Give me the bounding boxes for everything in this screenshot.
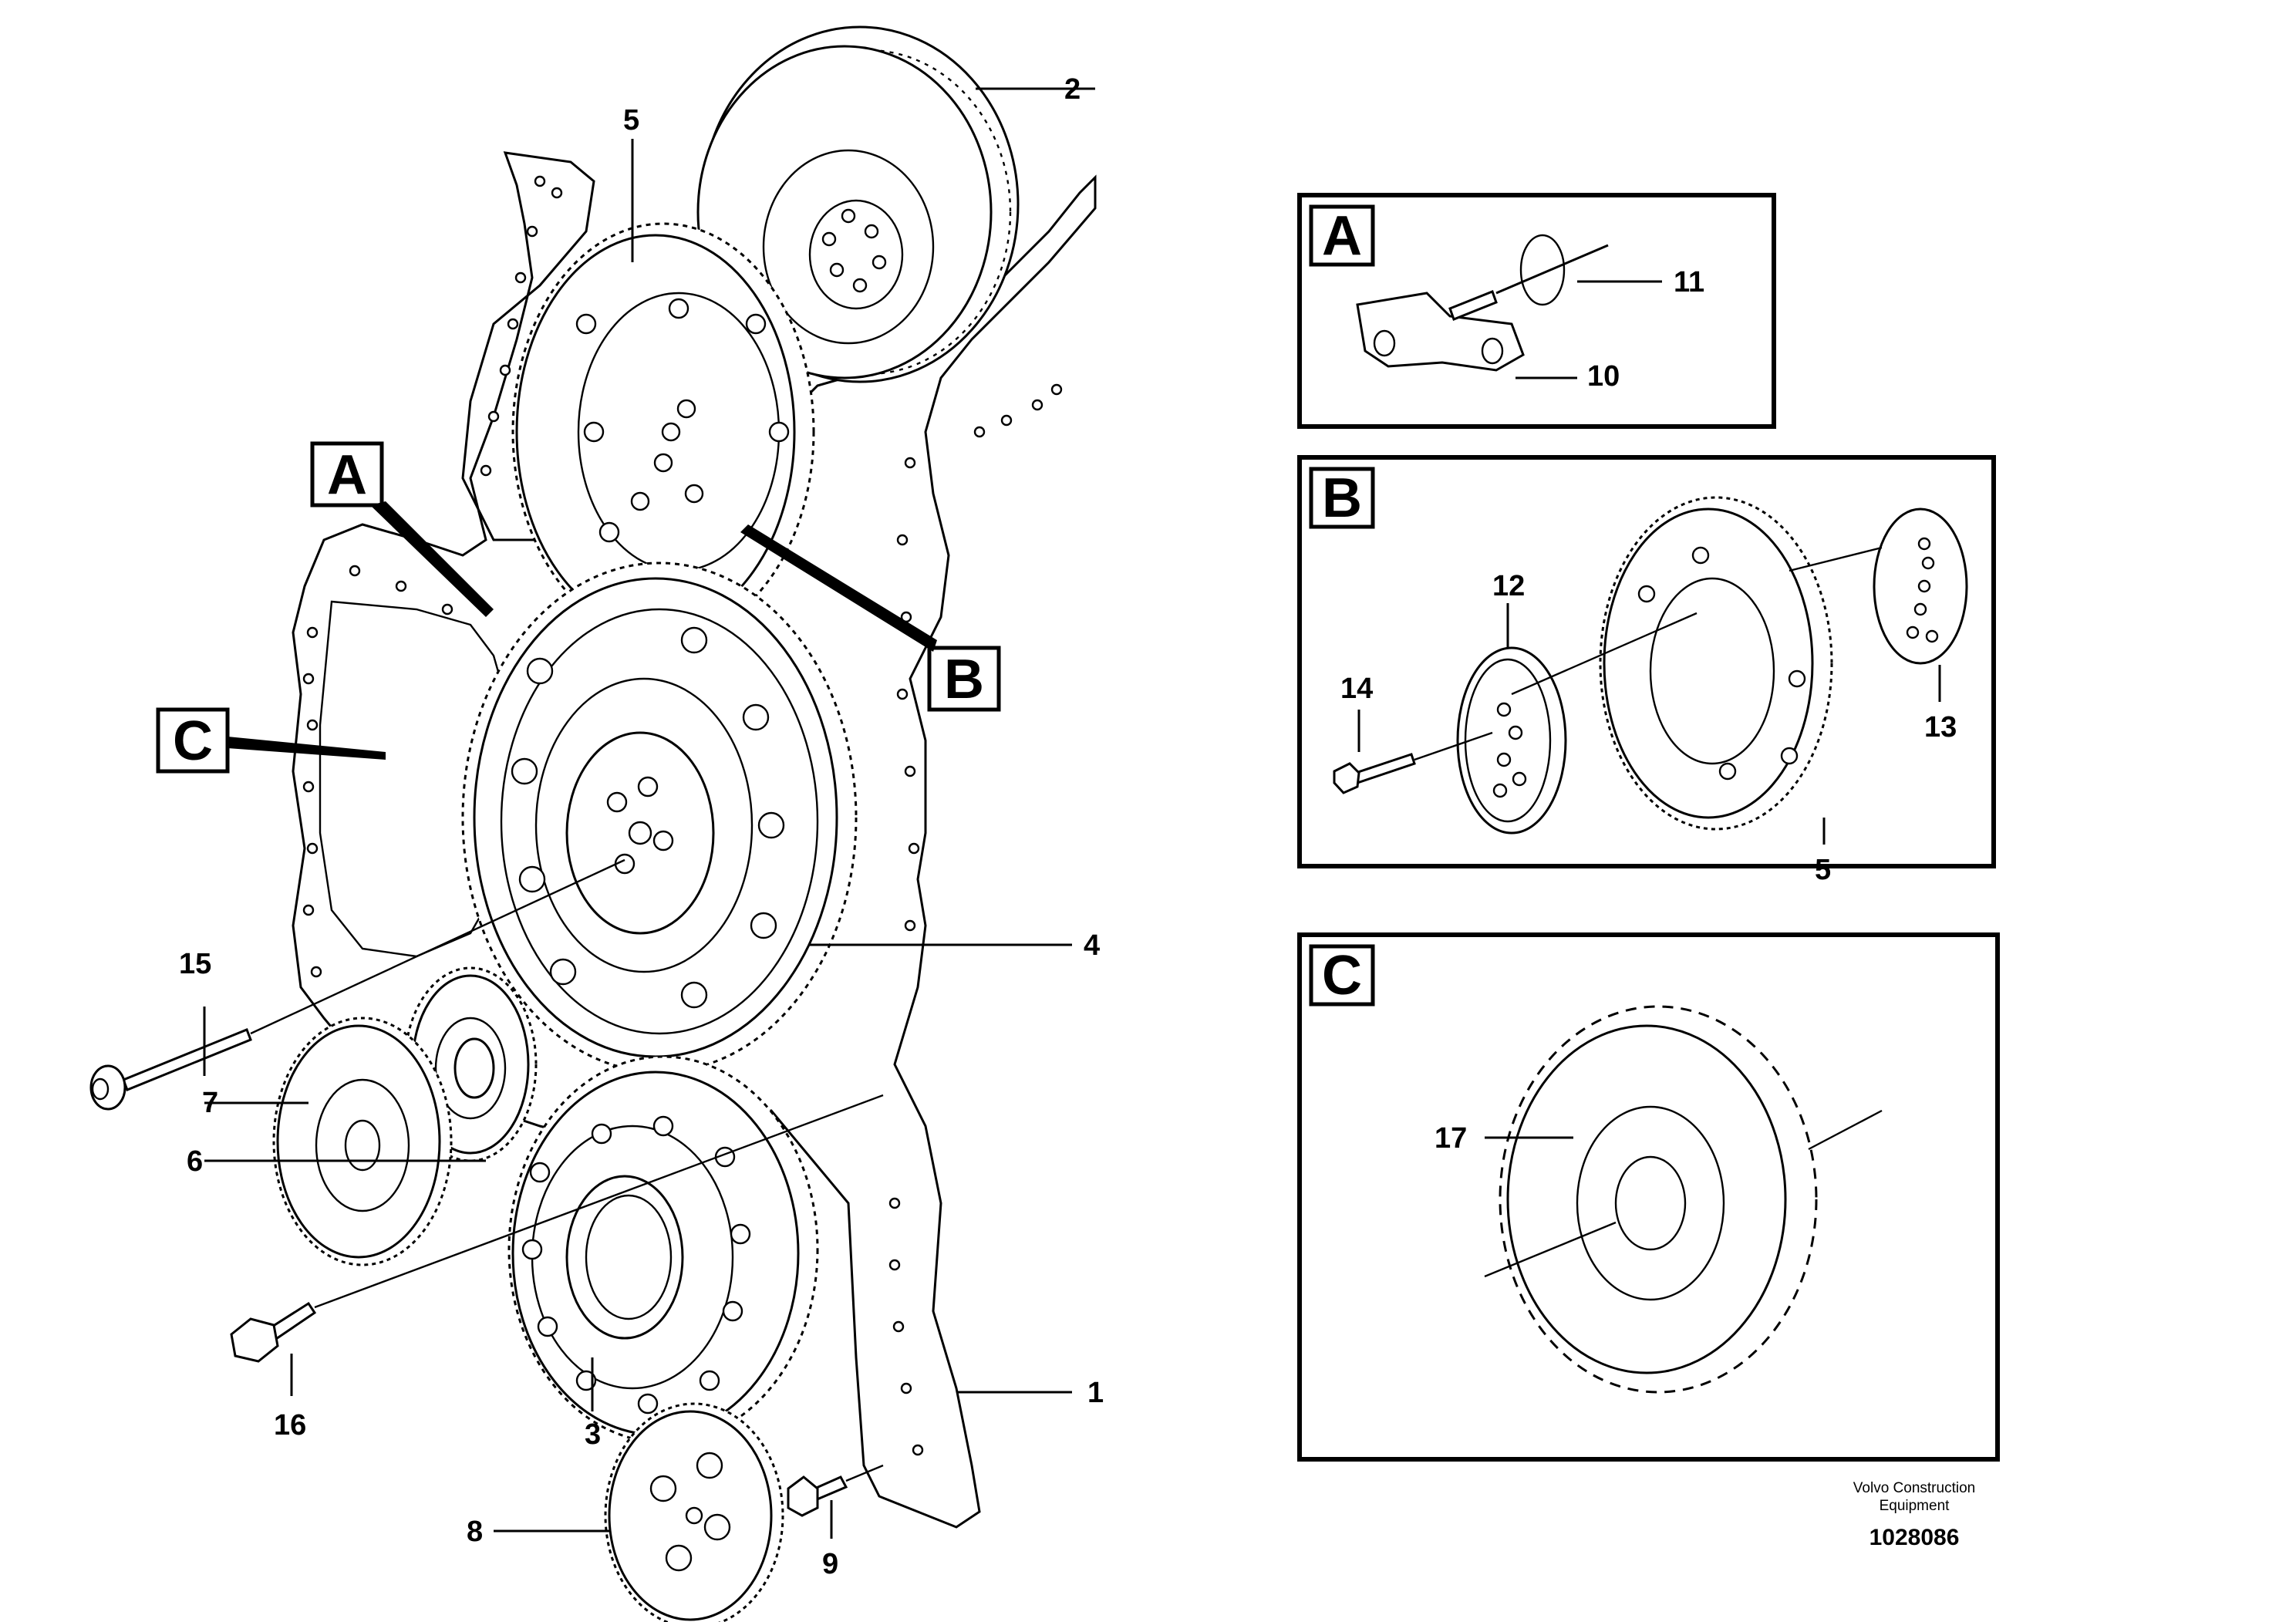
- callout-9: 9: [822, 1548, 838, 1580]
- svg-text:C: C: [1322, 945, 1362, 1007]
- main-exploded-view: A B C 2 5: [89, 25, 1104, 1622]
- detail-c-callout-17: 17: [1435, 1122, 1467, 1155]
- detail-c-panel: C 17: [1297, 932, 2000, 1462]
- callout-4: 4: [1084, 929, 1100, 962]
- detail-b-callout-13: 13: [1924, 711, 1957, 744]
- company-name-line1: Volvo Construction: [1853, 1480, 1975, 1496]
- svg-text:C: C: [173, 710, 213, 772]
- callout-15: 15: [179, 948, 211, 980]
- callout-5: 5: [623, 104, 639, 137]
- detail-b-callout-14: 14: [1340, 673, 1373, 705]
- detail-b-callout-12: 12: [1492, 570, 1525, 602]
- gear-7: [272, 1017, 453, 1266]
- bolt-16: [230, 1094, 884, 1363]
- callout-2: 2: [1064, 73, 1081, 106]
- callout-6: 6: [187, 1145, 203, 1178]
- svg-text:B: B: [944, 649, 984, 710]
- callout-8: 8: [467, 1516, 483, 1548]
- bolt-9: [787, 1464, 884, 1517]
- detail-b-panel: B 12 14: [1297, 455, 1996, 886]
- svg-text:A: A: [1322, 205, 1362, 267]
- detail-b-callout-5: 5: [1815, 854, 1831, 886]
- document-number: 1028086: [1870, 1525, 1960, 1550]
- detail-marker-c: C: [156, 707, 386, 774]
- callout-16: 16: [274, 1409, 306, 1442]
- callout-3: 3: [585, 1418, 601, 1451]
- detail-a-callout-10: 10: [1587, 360, 1620, 393]
- detail-marker-b: B: [740, 524, 1001, 712]
- callout-labels: 2 5 4 15 7 6 16 3 1 8 9: [179, 73, 1104, 1580]
- bolt-15: [89, 858, 625, 1111]
- footer: Volvo Construction Equipment 1028086: [1853, 1480, 1975, 1550]
- gear-5: [511, 222, 815, 642]
- callout-leaders: [203, 87, 1095, 1539]
- detail-a-panel: A 11 10: [1297, 193, 1776, 429]
- detail-a-callout-11: 11: [1674, 266, 1704, 298]
- plate-holes: [302, 175, 1063, 1456]
- detail-marker-a: A: [310, 441, 494, 617]
- svg-text:B: B: [1322, 467, 1362, 529]
- gear-2-drum: [696, 25, 1020, 383]
- svg-text:A: A: [327, 444, 367, 506]
- gear-3: [507, 1055, 819, 1444]
- gear-8: [604, 1402, 784, 1622]
- gear-4: [461, 561, 858, 1074]
- callout-1: 1: [1087, 1377, 1104, 1409]
- callout-7: 7: [202, 1087, 218, 1119]
- company-name-line2: Equipment: [1880, 1498, 1950, 1514]
